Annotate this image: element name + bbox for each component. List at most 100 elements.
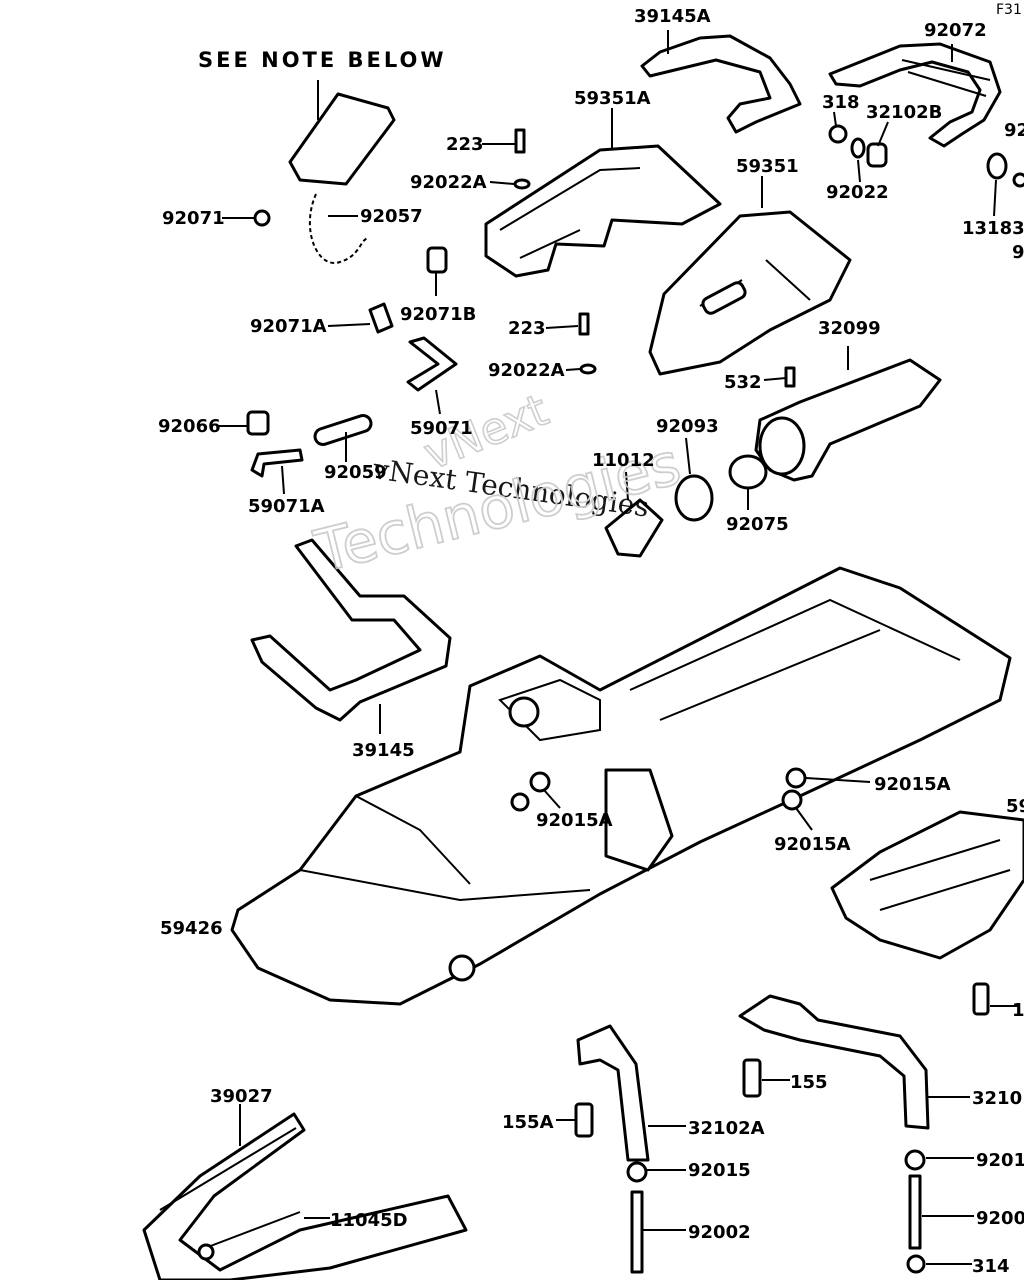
part-label-39027: 39027 xyxy=(210,1086,273,1107)
part-label-92022: 92022 xyxy=(826,182,889,203)
bolt-right xyxy=(972,982,990,1016)
part-label-59071: 59071 xyxy=(410,418,473,439)
washer-92022A-a xyxy=(513,178,531,190)
part-label-59426: 59426 xyxy=(160,918,223,939)
grab-bar-92072 xyxy=(828,42,1002,148)
bolt-155 xyxy=(742,1058,762,1098)
hull-port xyxy=(508,696,540,728)
duct-flange xyxy=(758,416,806,476)
plate-right xyxy=(830,810,1024,960)
boot-11012 xyxy=(604,498,664,558)
part-label-11045D: 11045D xyxy=(330,1210,408,1231)
nut-92015 xyxy=(626,1161,648,1183)
see-note-below: SEE NOTE BELOW xyxy=(198,48,447,72)
chain xyxy=(308,193,369,265)
leader-lines xyxy=(218,30,1018,1265)
part-label-92015: 92015 xyxy=(688,1160,751,1181)
bolt-155A xyxy=(574,1102,594,1138)
fitting-92071B xyxy=(426,246,448,274)
handle-39145 xyxy=(250,538,452,722)
part-label-9right: 9 xyxy=(1012,242,1024,263)
part-label-13183: 13183 xyxy=(962,218,1024,239)
hose-92059 xyxy=(313,414,373,446)
bracket-32102A xyxy=(576,1024,650,1162)
part-label-92022A_b: 92022A xyxy=(488,360,565,381)
part-label-92093: 92093 xyxy=(656,416,719,437)
part-label-59351: 59351 xyxy=(736,156,799,177)
part-label-155: 155 xyxy=(790,1072,828,1093)
bolt-32102B xyxy=(866,142,888,168)
engine-mount xyxy=(604,768,674,872)
part-label-532: 532 xyxy=(724,372,762,393)
pipe-59071 xyxy=(406,336,458,392)
pipe-59071A xyxy=(250,448,304,478)
part-label-92071B: 92071B xyxy=(400,304,476,325)
part-label-59071A: 59071A xyxy=(248,496,325,517)
nut-92015A-c xyxy=(781,789,803,811)
part-label-223a: 223 xyxy=(446,134,484,155)
part-label-92066: 92066 xyxy=(158,416,221,437)
washer-92022A-b xyxy=(579,363,597,375)
rail-bolt xyxy=(197,1243,215,1261)
bearing-13183 xyxy=(986,152,1008,180)
nut-318 xyxy=(828,124,848,144)
rail-39027 xyxy=(142,1112,468,1280)
cap-92057 xyxy=(288,92,396,186)
bracket-32102 xyxy=(738,994,930,1130)
cover-slot xyxy=(701,281,747,315)
cover-59351A xyxy=(484,144,722,278)
part-label-32102A: 32102A xyxy=(688,1118,765,1139)
part-label-92right1: 92 xyxy=(1004,120,1024,141)
part-label-92071A: 92071A xyxy=(250,316,327,337)
fitting-92066 xyxy=(246,410,270,436)
part-label-1right: 1 xyxy=(1012,1000,1024,1021)
part-label-59right: 59 xyxy=(1006,796,1024,817)
part-label-92075: 92075 xyxy=(726,514,789,535)
nut-92071 xyxy=(253,209,271,227)
part-label-32102B: 32102B xyxy=(866,102,942,123)
part-label-314: 314 xyxy=(972,1256,1010,1277)
cover-59351 xyxy=(648,210,852,376)
part-label-9200right: 9200 xyxy=(976,1208,1024,1229)
part-label-92015A_a: 92015A xyxy=(874,774,951,795)
part-label-318: 318 xyxy=(822,92,860,113)
hull-drain xyxy=(448,954,476,982)
nut-92015A-a xyxy=(529,771,551,793)
bolt-223-b xyxy=(578,312,590,336)
part-label-92002: 92002 xyxy=(688,1222,751,1243)
part-label-92015A_c: 92015A xyxy=(774,834,851,855)
part-label-223b: 223 xyxy=(508,318,546,339)
part-label-59351A: 59351A xyxy=(574,88,651,109)
part-label-92071: 92071 xyxy=(162,208,225,229)
screw-532 xyxy=(784,366,796,388)
part-label-92072: 92072 xyxy=(924,20,987,41)
nut-314 xyxy=(906,1254,926,1274)
stud-92002 xyxy=(630,1190,644,1274)
part-label-92022A_a: 92022A xyxy=(410,172,487,193)
part-label-32099: 32099 xyxy=(818,318,881,339)
part-label-9201right: 9201 xyxy=(976,1150,1024,1171)
part-label-92015A_b: 92015A xyxy=(536,810,613,831)
fitting-92071A xyxy=(368,302,394,334)
plug-92075 xyxy=(728,454,768,490)
part-label-39145: 39145 xyxy=(352,740,415,761)
part-label-39145A: 39145A xyxy=(634,6,711,27)
ring-92093 xyxy=(674,474,714,522)
part-right-edge xyxy=(1012,172,1024,188)
nut-92015A-d xyxy=(510,792,530,812)
part-drawings xyxy=(142,34,1024,1280)
nut-9201 xyxy=(904,1149,926,1171)
part-label-92059: 92059 xyxy=(324,462,387,483)
nut-92015A-b xyxy=(785,767,807,789)
bolt-223-a xyxy=(514,128,526,154)
washer-92022 xyxy=(850,137,866,159)
part-label-92057: 92057 xyxy=(360,206,423,227)
part-label-3210right: 3210 xyxy=(972,1088,1022,1109)
part-label-155A: 155A xyxy=(502,1112,554,1133)
stud-9200 xyxy=(908,1174,922,1250)
page-code: F31 xyxy=(996,2,1022,18)
handle-39145A xyxy=(640,34,802,134)
part-label-11012: 11012 xyxy=(592,450,655,471)
